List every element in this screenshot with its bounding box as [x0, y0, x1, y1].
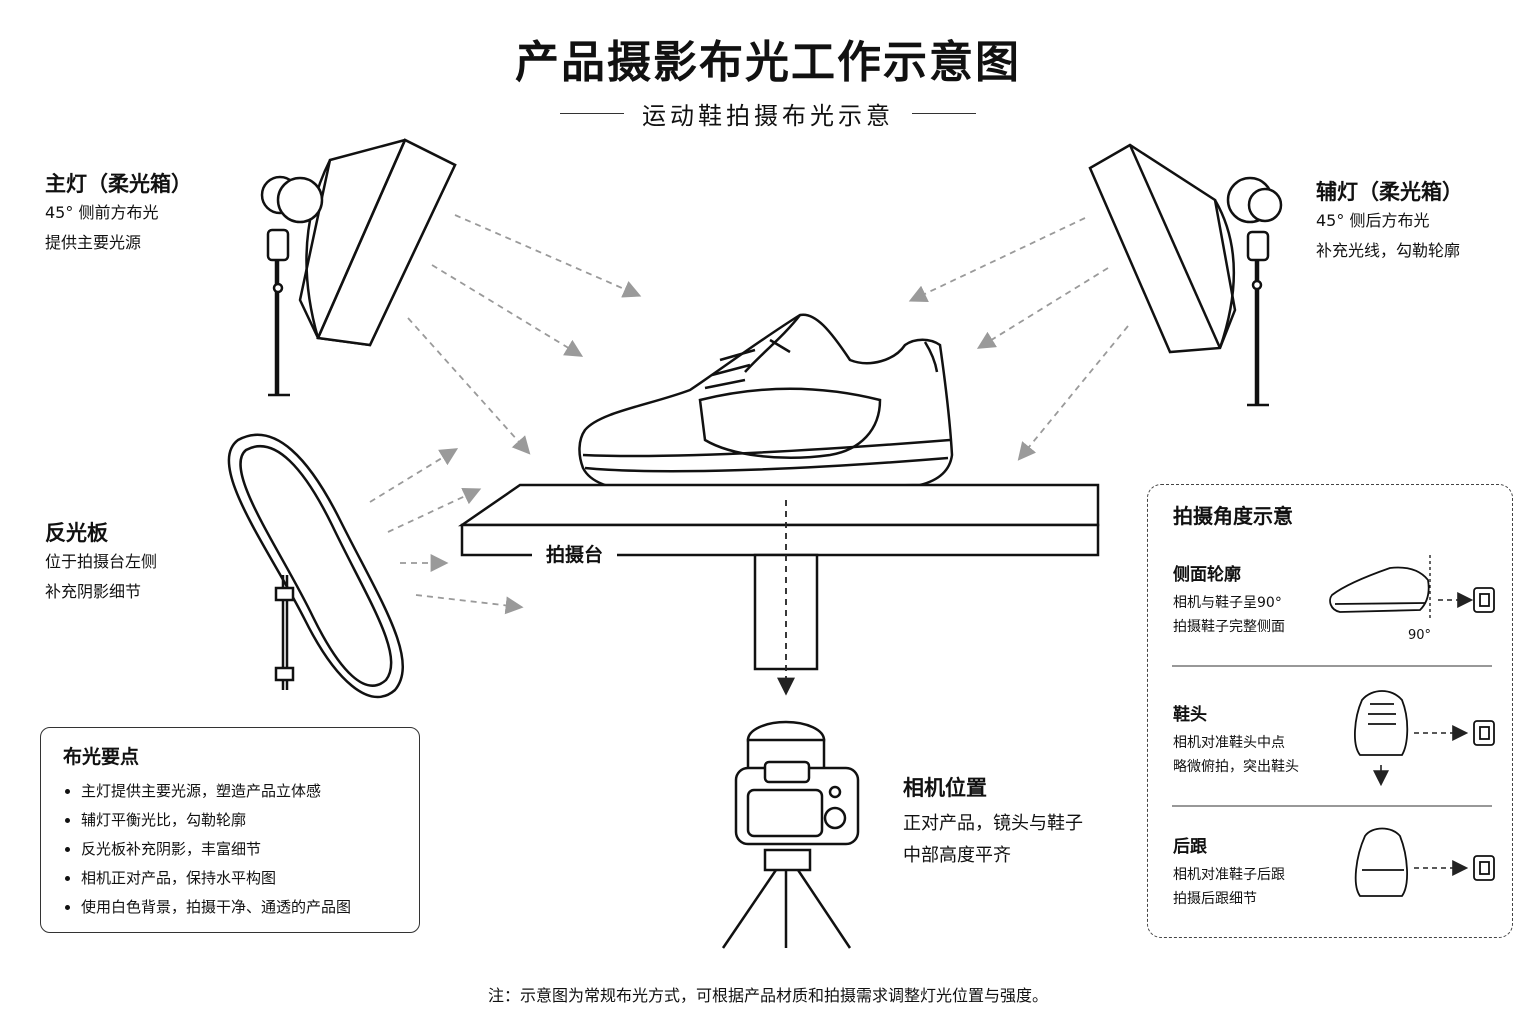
angle-side-title: 侧面轮廓	[1173, 565, 1241, 585]
fill-light-line-1: 45° 侧后方布光	[1316, 211, 1430, 230]
camera-heading: 相机位置	[903, 776, 987, 800]
lighting-tips-box: 布光要点 主灯提供主要光源，塑造产品立体感 辅灯平衡光比，勾勒轮廓 反光板补充阴…	[40, 727, 420, 933]
key-light-line-1: 45° 侧前方布光	[45, 203, 159, 222]
heel-view-sneaker-icon	[1354, 827, 1408, 897]
tips-item: 使用白色背景，拍摄干净、通透的产品图	[81, 893, 397, 922]
sneaker-icon	[578, 313, 954, 492]
angle-side-line-1: 相机与鞋子呈90°	[1173, 595, 1282, 611]
tips-heading: 布光要点	[63, 746, 140, 768]
fill-light-label: 辅灯（柔光箱） 45° 侧后方布光 补充光线，勾勒轮廓	[1316, 176, 1463, 266]
diagram-subtitle: 运动鞋拍摄布光示意	[642, 102, 894, 130]
camera-line-2: 中部高度平齐	[903, 845, 1011, 866]
angle-heel-title: 后跟	[1173, 837, 1207, 857]
fill-light-softbox-icon	[1088, 143, 1283, 407]
tips-list: 主灯提供主要光源，塑造产品立体感 辅灯平衡光比，勾勒轮廓 反光板补充阴影，丰富细…	[63, 777, 397, 922]
shooting-angles-panel	[1147, 484, 1513, 938]
key-light-label: 主灯（柔光箱） 45° 侧前方布光 提供主要光源	[45, 168, 192, 258]
camera-position-label: 相机位置 正对产品，镜头与鞋子 中部高度平齐	[903, 772, 1083, 872]
shooting-stage	[457, 483, 1100, 671]
angle-toe-title: 鞋头	[1173, 705, 1207, 725]
tips-item: 反光板补充阴影，丰富细节	[81, 835, 397, 864]
front-view-sneaker-icon	[1354, 690, 1409, 756]
angle-heel-line-2: 拍摄后跟细节	[1173, 891, 1257, 907]
tips-item: 主灯提供主要光源，塑造产品立体感	[81, 777, 397, 806]
subtitle-row: 运动鞋拍摄布光示意	[0, 96, 1536, 131]
stage-label: 拍摄台	[532, 540, 618, 567]
key-light-heading: 主灯（柔光箱）	[45, 172, 192, 196]
reflector-heading: 反光板	[45, 521, 108, 545]
angle-90-badge: 90°	[1408, 628, 1432, 643]
light-ray-arrows	[369, 214, 1129, 615]
angle-heel-line-1: 相机对准鞋子后跟	[1173, 867, 1285, 883]
footnote: 注：示意图为常规布光方式，可根据产品材质和拍摄需求调整灯光位置与强度。	[487, 986, 1048, 1005]
camera-line-1: 正对产品，镜头与鞋子	[903, 813, 1083, 834]
angle-side-line-2: 拍摄鞋子完整侧面	[1173, 619, 1285, 635]
angle-side-profile: 侧面轮廓 相机与鞋子呈90° 拍摄鞋子完整侧面	[1173, 560, 1285, 639]
camera-small-icon	[1473, 587, 1495, 881]
reflector-icon	[227, 433, 404, 699]
fill-light-line-2: 补充光线，勾勒轮廓	[1316, 241, 1461, 260]
reflector-line-1: 位于拍摄台左侧	[45, 552, 158, 571]
key-light-softbox-icon	[260, 138, 457, 397]
angle-heel: 后跟 相机对准鞋子后跟 拍摄后跟细节	[1173, 832, 1285, 911]
angle-toe-line-2: 略微俯拍，突出鞋头	[1173, 759, 1299, 775]
subtitle-rule-left	[560, 112, 624, 115]
side-view-sneaker-icon	[1329, 566, 1430, 613]
tips-item: 相机正对产品，保持水平构图	[81, 864, 397, 893]
angles-heading: 拍摄角度示意	[1173, 504, 1293, 528]
tips-item: 辅灯平衡光比，勾勒轮廓	[81, 806, 397, 835]
angle-toe: 鞋头 相机对准鞋头中点 略微俯拍，突出鞋头	[1173, 700, 1299, 779]
reflector-line-2: 补充阴影细节	[45, 582, 142, 601]
subtitle-rule-right	[912, 112, 976, 115]
camera-icon	[734, 720, 860, 846]
reflector-label: 反光板 位于拍摄台左侧 补充阴影细节	[45, 517, 157, 607]
angle-toe-line-1: 相机对准鞋头中点	[1173, 735, 1285, 751]
tripod-icon	[721, 848, 852, 949]
fill-light-heading: 辅灯（柔光箱）	[1316, 180, 1463, 204]
diagram-title: 产品摄影布光工作示意图	[515, 37, 1021, 88]
key-light-line-2: 提供主要光源	[45, 233, 142, 252]
